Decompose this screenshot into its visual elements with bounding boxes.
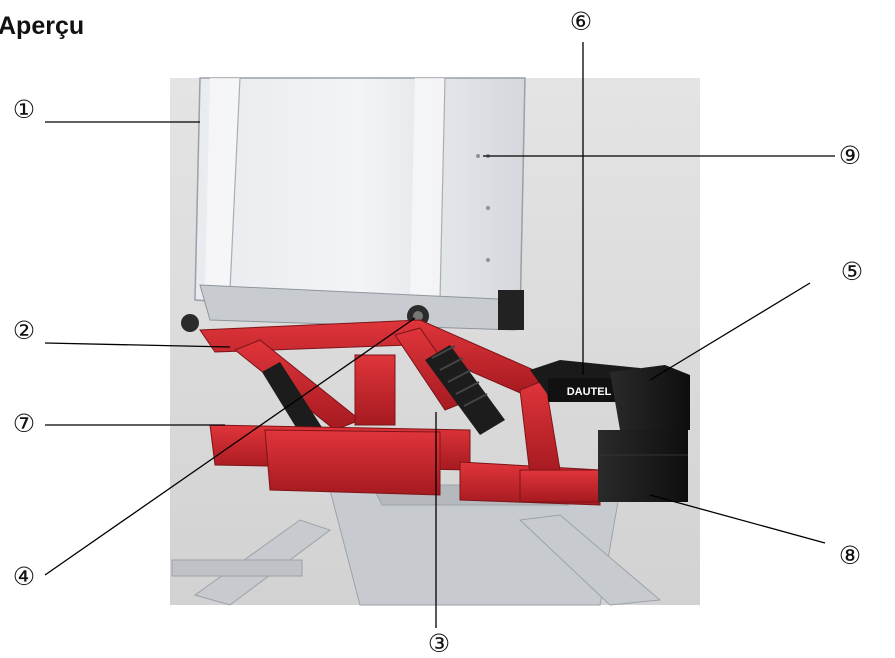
container-bin: [194, 77, 526, 331]
brand-plate: [548, 378, 630, 402]
leader-line-2: [44, 342, 231, 348]
lift-arms: [199, 319, 546, 431]
callout-2: ②: [12, 316, 36, 345]
leader-lines: [44, 42, 835, 628]
callout-8: ⑧: [838, 541, 862, 570]
lower-frame: [209, 379, 601, 506]
brand-plate-text: DAUTEL: [567, 386, 612, 398]
callout-5: ⑤: [840, 257, 864, 286]
callout-4: ④: [12, 562, 36, 591]
callout-1: ①: [12, 95, 36, 124]
callout-3: ③: [427, 629, 451, 658]
callout-9: ⑨: [838, 141, 862, 170]
leader-line-8: [649, 494, 826, 544]
callout-6: ⑥: [569, 7, 593, 36]
leader-line-5: [649, 282, 811, 381]
page-title: Aperçu: [0, 12, 85, 40]
motor-housing: DAUTEL: [530, 360, 690, 502]
callout-7: ⑦: [12, 409, 36, 438]
leader-line-4: [44, 317, 416, 576]
